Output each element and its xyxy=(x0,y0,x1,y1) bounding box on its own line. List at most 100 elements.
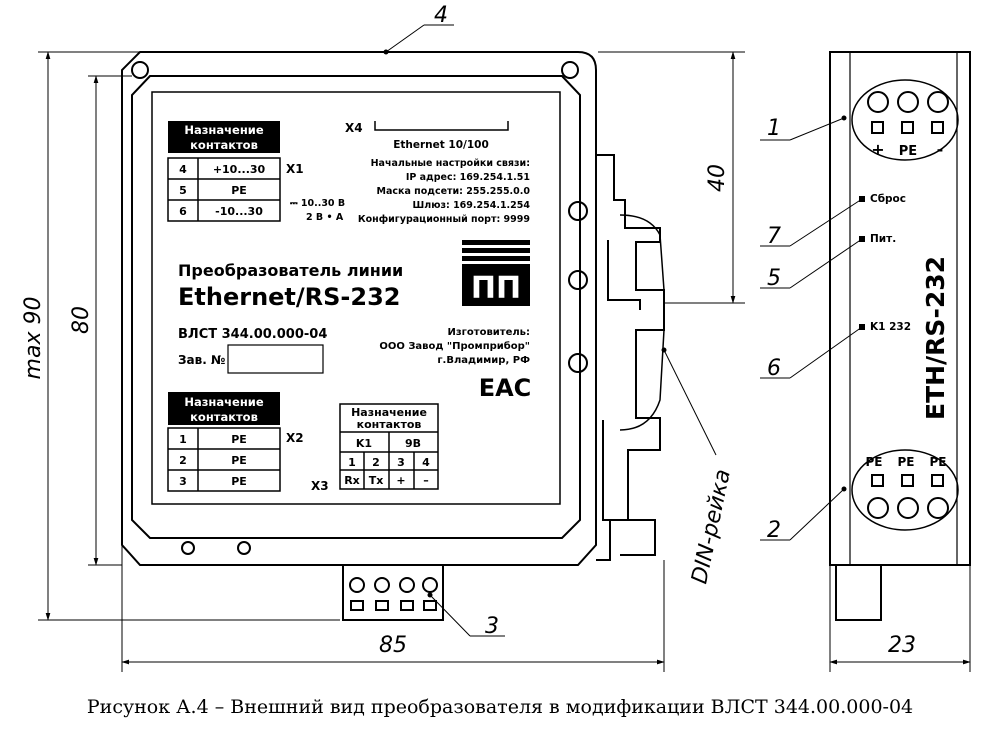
top-terminal-label: - xyxy=(937,140,944,159)
screw-icon xyxy=(131,61,149,79)
table-x1: Назначение контактов 4 +10...30 5 PE 6 -… xyxy=(167,121,345,223)
terminal-screw-icon xyxy=(867,497,889,519)
terminal-screw-icon xyxy=(927,497,949,519)
table-x2-pin: 1 xyxy=(179,433,187,446)
serial-field xyxy=(227,344,324,374)
callout-dots xyxy=(383,49,847,598)
terminal-screw-icon xyxy=(399,577,415,593)
callout-6: 6 xyxy=(767,356,781,381)
table-x1-header-2: контактов xyxy=(190,138,258,152)
callout-7: 7 xyxy=(767,224,781,249)
dim-din-height: 40 xyxy=(705,164,730,192)
table-x2-header-1: Назначение xyxy=(184,395,263,409)
callout-1: 1 xyxy=(767,116,781,141)
bottom-terminal-group xyxy=(851,449,959,531)
bottom-terminal-label: PE xyxy=(898,455,915,469)
x4-ethernet: X4 Ethernet 10/100 Начальные настройки с… xyxy=(345,121,530,225)
manufacturer-line: Изготовитель: xyxy=(448,327,531,338)
table-x3-pin: 4 xyxy=(422,456,430,469)
front-panel xyxy=(131,75,581,539)
screw-icon xyxy=(237,541,251,555)
settings-line: IP адрес: 169.254.1.51 xyxy=(406,172,530,183)
table-x1-value: PE xyxy=(231,184,247,197)
side-view xyxy=(829,51,971,621)
side-device-name: ETH/RS-232 xyxy=(921,256,950,420)
settings-line: Конфигурационный порт: 9999 xyxy=(358,214,530,225)
table-x3-signal: Tx xyxy=(369,474,384,487)
supply-note-2: 2 В • А xyxy=(306,212,344,223)
eac-mark: EAC xyxy=(479,374,532,402)
table-x3-signal: + xyxy=(396,474,405,487)
side-indicators xyxy=(859,196,865,330)
ethernet-port-label: Ethernet 10/100 xyxy=(393,139,489,151)
terminal-screw-icon xyxy=(897,91,919,113)
table-x1-pin: 6 xyxy=(179,205,187,218)
supply-note: ⎓ 10..30 В xyxy=(290,198,345,209)
top-terminal-label: + xyxy=(871,140,884,159)
tag-x1: X1 xyxy=(286,162,304,176)
manufacturer-line: ООО Завод "Промприбор" xyxy=(379,340,530,352)
table-x3-group: K1 xyxy=(356,437,372,450)
terminal-screw-icon xyxy=(927,91,949,113)
top-terminal-label: PE xyxy=(899,144,917,159)
tag-x3: X3 xyxy=(311,479,329,493)
settings-line: Маска подсети: 255.255.0.0 xyxy=(377,186,531,197)
serial-label: Зав. № xyxy=(178,353,225,367)
table-x3: Назначение контактов K1 9B 1 2 3 4 Rx Tx… xyxy=(311,403,439,493)
logo-text: ПП xyxy=(471,271,521,306)
manufacturer-line: г.Владимир, РФ xyxy=(437,355,530,366)
front-led-bottom xyxy=(568,353,588,373)
din-rail-label: DIN-рейка xyxy=(687,467,736,586)
table-x2-pin: 2 xyxy=(179,454,187,467)
tag-x2: X2 xyxy=(286,431,304,445)
dim-max-height: max 90 xyxy=(21,297,46,380)
table-x2-value: PE xyxy=(231,454,247,467)
callout-leaders xyxy=(385,24,863,637)
table-x1-header-1: Назначение xyxy=(184,123,263,137)
screw-icon xyxy=(181,541,195,555)
table-x1-pin: 5 xyxy=(179,184,187,197)
device-title-line2: Ethernet/RS-232 xyxy=(178,283,401,311)
table-x2-header-2: контактов xyxy=(190,410,258,424)
table-x3-header-1: Назначение xyxy=(351,406,427,419)
tag-x4: X4 xyxy=(345,121,363,135)
dimension-lines xyxy=(38,51,971,672)
callout-4: 4 xyxy=(434,3,448,28)
bottom-terminal-label: PE xyxy=(930,455,947,469)
table-x3-header-2: контактов xyxy=(357,418,422,431)
callout-2: 2 xyxy=(767,518,781,543)
table-x1-value: -10...30 xyxy=(215,205,263,218)
table-x3-pin: 3 xyxy=(397,456,405,469)
dim-height: 80 xyxy=(69,306,94,334)
table-x2-value: PE xyxy=(231,433,247,446)
table-x3-signal: Rx xyxy=(344,474,360,487)
din-rail-clamp xyxy=(596,154,665,561)
manufacturer-logo-icon: ПП xyxy=(462,240,530,306)
device-title-line1: Преобразователь линии xyxy=(178,261,403,280)
terminal-block-x3 xyxy=(342,564,444,621)
side-connector xyxy=(835,564,882,621)
callout-5: 5 xyxy=(767,266,781,291)
front-view xyxy=(121,51,597,566)
terminal-screw-icon xyxy=(897,497,919,519)
table-x1-pin: 4 xyxy=(179,163,187,176)
table-x3-signal: – xyxy=(423,474,429,487)
table-x3-pin: 1 xyxy=(348,456,356,469)
settings-line: Шлюз: 169.254.1.254 xyxy=(413,200,531,211)
model-number: ВЛСТ 344.00.000-04 xyxy=(178,327,327,342)
terminal-screw-icon xyxy=(422,577,438,593)
front-led-mid xyxy=(568,270,588,290)
settings-line: Начальные настройки связи: xyxy=(371,158,530,169)
reset-label: Сброс xyxy=(870,193,906,205)
bottom-terminal-label: PE xyxy=(866,455,883,469)
table-x3-group: 9B xyxy=(405,437,421,450)
terminal-screw-icon xyxy=(374,577,390,593)
screw-icon xyxy=(561,61,579,79)
table-x3-pin: 2 xyxy=(372,456,380,469)
table-x2-pin: 3 xyxy=(179,475,187,488)
housing-outline xyxy=(121,51,597,566)
table-x1-value: +10...30 xyxy=(213,163,266,176)
terminal-screw-icon xyxy=(867,91,889,113)
table-x2: Назначение контактов 1 PE 2 PE 3 PE X2 xyxy=(167,392,304,492)
callout-3: 3 xyxy=(485,614,499,639)
